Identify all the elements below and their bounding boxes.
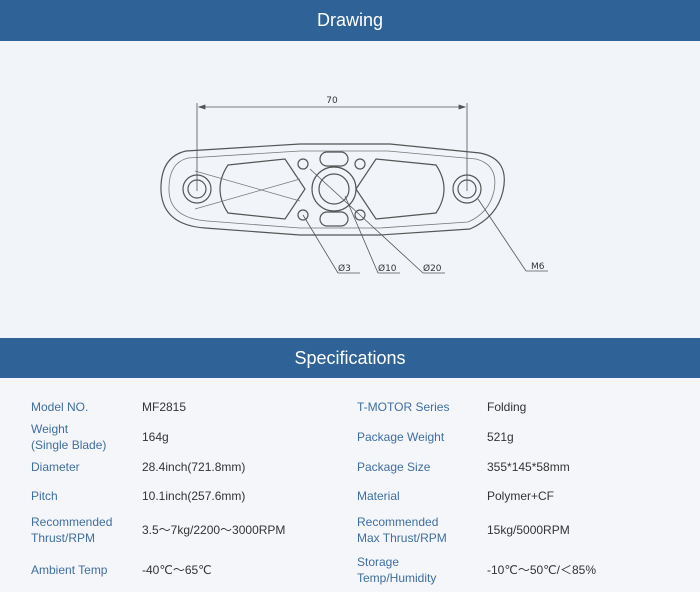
mount-inner-outline (168, 150, 496, 229)
spec-value: 10.1inch(257.6mm) (142, 489, 246, 503)
spec-value: -10℃～50℃/＜85% (487, 563, 596, 577)
spec-row: Diameter 28.4inch(721.8mm) Package Size … (0, 452, 700, 482)
drawing-header: Drawing (0, 0, 700, 41)
spec-value: 15kg/5000RPM (487, 523, 570, 537)
spec-value: 521g (487, 430, 514, 444)
spec-label: Weight (Single Blade) (31, 422, 107, 452)
spec-label: Pitch (31, 489, 58, 503)
specifications-header: Specifications (0, 338, 700, 378)
spec-label: Storage Temp/Humidity (357, 555, 437, 585)
spec-label: Model NO. (31, 400, 89, 414)
drawing-title: Drawing (316, 10, 384, 30)
technical-drawing: 70 Ø3 Ø10 Ø20 M6 (160, 96, 548, 274)
spec-label: Package Weight (357, 430, 445, 444)
spec-row: Weight (Single Blade) 164g Package Weigh… (0, 422, 700, 452)
small-hole-label: Ø3 (338, 263, 351, 274)
right-cutout (355, 158, 445, 220)
spec-row: Recommended Thrust/RPM 3.5～7kg/2200～3000… (0, 513, 700, 547)
hub-center-hole (318, 173, 350, 205)
spec-label: T-MOTOR Series (357, 400, 450, 414)
hub-hole-tl (297, 158, 309, 170)
spec-value: Folding (487, 400, 527, 414)
spec-value: Polymer+CF (487, 489, 555, 503)
spec-value: MF2815 (142, 400, 187, 414)
spec-label: Recommended Max Thrust/RPM (357, 515, 447, 545)
length-label: 70 (326, 96, 338, 106)
top-slot (319, 151, 349, 167)
spec-label: Diameter (31, 460, 80, 474)
hub-hole-tr (354, 158, 366, 170)
spec-value: 164g (142, 430, 169, 444)
left-cutout (219, 158, 306, 220)
spec-label: Ambient Temp (31, 563, 108, 577)
bottom-slot (319, 211, 349, 227)
specifications-table: Model NO. MF2815 T-MOTOR Series Folding … (0, 378, 700, 592)
hub-hole-br (354, 209, 366, 221)
hub-circle-label: Ø20 (423, 263, 442, 274)
specifications-title: Specifications (294, 348, 406, 368)
spec-label: Recommended Thrust/RPM (31, 515, 113, 545)
spec-label: Material (357, 489, 400, 503)
mount-outline (160, 143, 505, 236)
spec-value: 3.5～7kg/2200～3000RPM (142, 523, 286, 537)
hub-boss (311, 166, 357, 212)
spec-value: 355*145*58mm (487, 460, 570, 474)
spec-row: Pitch 10.1inch(257.6mm) Material Polymer… (0, 481, 700, 511)
spec-value: 28.4inch(721.8mm) (142, 460, 246, 474)
spec-row: Ambient Temp -40℃～65℃ Storage Temp/Humid… (0, 553, 700, 587)
thread-label: M6 (531, 262, 545, 272)
hub-hole-bl (297, 209, 309, 221)
spec-value: -40℃～65℃ (142, 563, 212, 577)
spec-label: Package Size (357, 460, 431, 474)
spec-row: Model NO. MF2815 T-MOTOR Series Folding (0, 392, 700, 422)
center-hole-label: Ø10 (378, 263, 397, 274)
drawing-area: 70 Ø3 Ø10 Ø20 M6 (0, 41, 700, 338)
